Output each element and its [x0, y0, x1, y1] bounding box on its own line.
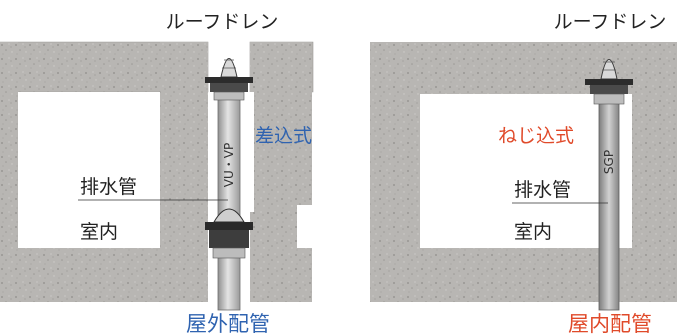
left-caption: 屋外配管 [186, 312, 270, 335]
left-top-roof-drain-icon [205, 58, 253, 101]
right-top-label: ルーフドレン [554, 11, 667, 33]
right-top-roof-drain-icon [585, 59, 633, 105]
left-type-label: 差込式 [255, 125, 312, 147]
right-drain-label: 排水管 [514, 179, 571, 201]
right-pipe-text: SGP [602, 150, 616, 174]
left-drain-pipe [205, 58, 253, 311]
right-type-label: ねじ込式 [498, 125, 574, 147]
left-concrete-structure [0, 41, 314, 302]
right-drain-pipe [585, 59, 633, 311]
right-room-label: 室内 [514, 221, 552, 243]
left-top-label: ルーフドレン [166, 11, 279, 33]
left-pipe-text: VU・VP [222, 143, 236, 187]
left-room-label: 室内 [80, 221, 118, 243]
left-drain-label: 排水管 [80, 176, 137, 198]
right-caption: 屋内配管 [568, 312, 652, 335]
left-bottom-roof-drain-icon [205, 208, 253, 259]
